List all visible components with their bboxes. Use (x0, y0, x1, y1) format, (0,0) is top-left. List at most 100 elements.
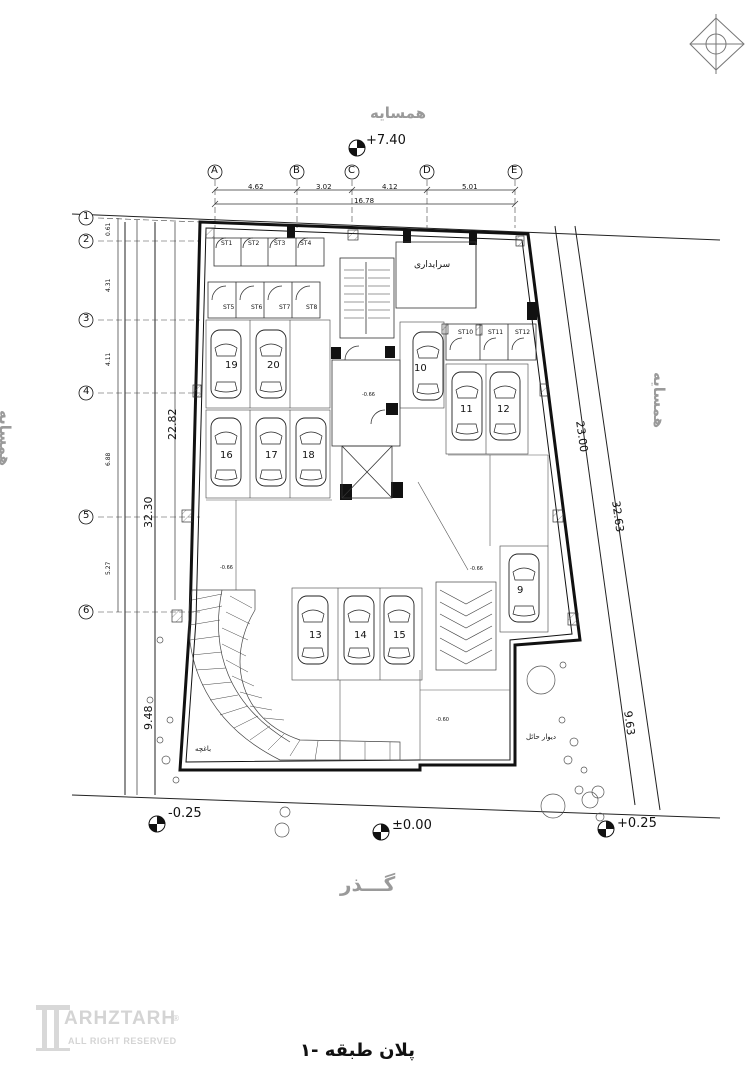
dim-left-lower: 9.48 (142, 705, 155, 731)
elevation-bottom-right: +0.25 (617, 816, 657, 831)
parking-bays (205, 319, 549, 681)
dim-col-ab: 4.62 (248, 183, 264, 191)
arhztarh-logo-icon (36, 1005, 70, 1051)
parking-9: 9 (517, 585, 524, 596)
caretaker-room (395, 241, 477, 309)
grid-row-3: 3 (83, 313, 90, 324)
storage-block (207, 237, 325, 319)
grid-column-bubbles (207, 164, 523, 180)
dim-left-inner: 22.82 (166, 408, 179, 441)
dim-row-34: 4.11 (105, 352, 112, 366)
parking-12: 12 (497, 404, 510, 415)
parking-14: 14 (354, 630, 367, 641)
stair-core (331, 257, 401, 499)
car-icon (210, 417, 242, 487)
parking-11: 11 (460, 404, 473, 415)
car-icon (489, 371, 521, 441)
north-arrow-icon (689, 14, 745, 74)
storage-st10: ST10 (458, 329, 474, 336)
elevation-ramp-4: -0.60 (436, 717, 449, 723)
grid-row-bubbles (78, 210, 94, 620)
car-icon (451, 371, 483, 441)
storage-st1: ST1 (221, 240, 233, 247)
car-icon (343, 595, 375, 665)
top-dimension-lines (211, 186, 519, 208)
grid-col-a: A (211, 165, 218, 176)
elevation-top: +7.40 (366, 133, 406, 148)
storage-st12: ST12 (515, 329, 531, 336)
car-icon (255, 417, 287, 487)
storage-st6: ST6 (251, 304, 263, 311)
storage-st2: ST2 (248, 240, 260, 247)
dim-col-cd: 4.12 (382, 183, 398, 191)
dim-row-56: 5.27 (105, 561, 112, 575)
wall-note: دیوار حائل (526, 733, 556, 741)
elevation-bottom-center: ±0.00 (392, 818, 432, 833)
car-icon (210, 329, 242, 399)
dim-row-45: 6.88 (105, 452, 112, 466)
planter-label: باغچه (195, 745, 212, 753)
dim-total-width: 16.78 (354, 197, 375, 205)
parking-18: 18 (302, 450, 315, 461)
elevation-marker-bl-icon (148, 815, 166, 833)
elevation-marker-bc-icon (372, 823, 390, 841)
storage-st7: ST7 (279, 304, 291, 311)
storage-st11: ST11 (488, 329, 504, 336)
storage-st5: ST5 (223, 304, 235, 311)
dim-left-outer: 32.30 (142, 496, 155, 529)
dim-col-bc: 3.02 (316, 183, 332, 191)
car-icon (412, 331, 444, 401)
parking-17: 17 (265, 450, 278, 461)
logo-sub: ALL RIGHT RESERVED (68, 1036, 177, 1046)
dim-row-23: 4.31 (105, 278, 112, 292)
logo-reg: ® (172, 1014, 180, 1023)
street-label: گـــذر (340, 872, 396, 896)
parking-20: 20 (267, 360, 280, 371)
elevation-marker-br-icon (597, 820, 615, 838)
building-outline (178, 220, 582, 772)
chevron-ramp (435, 581, 497, 671)
hatched-columns (171, 227, 579, 626)
grid-col-c: C (348, 165, 355, 176)
parking-15: 15 (393, 630, 406, 641)
storage-st3: ST3 (274, 240, 286, 247)
elevation-bottom-left: -0.25 (168, 806, 202, 821)
caretaker-label: سرایداری (414, 260, 451, 270)
neighbor-left-label: همسایه (0, 410, 14, 467)
car-icon (508, 553, 540, 623)
interior-lines (206, 454, 549, 761)
dim-col-de: 5.01 (462, 183, 478, 191)
storage-st8: ST8 (306, 304, 318, 311)
logo-name: ARHZTARH (64, 1008, 177, 1029)
elevation-marker-top-icon (348, 139, 366, 157)
grid-row-6: 6 (83, 605, 90, 616)
parking-13: 13 (309, 630, 322, 641)
neighbor-top-label: همسایه (370, 104, 427, 122)
grid-row-2: 2 (83, 234, 90, 245)
tree-circles (146, 636, 605, 838)
parking-16: 16 (220, 450, 233, 461)
elevation-ramp-1: -0.66 (362, 392, 375, 398)
grid-col-d: D (423, 165, 431, 176)
grid-row-5: 5 (83, 510, 90, 521)
dim-row-12: 0.61 (105, 222, 112, 236)
parking-19: 19 (225, 360, 238, 371)
car-icon (255, 329, 287, 399)
curved-ramp (188, 589, 401, 761)
site-boundary (71, 213, 721, 819)
grid-col-e: E (511, 165, 518, 176)
grid-row-4: 4 (83, 386, 90, 397)
car-icon (295, 417, 327, 487)
structural-columns (287, 224, 537, 500)
plan-title: پلان طبقه -۱ (300, 1040, 415, 1061)
car-icon (297, 595, 329, 665)
elevation-ramp-2: -0.66 (220, 565, 233, 571)
neighbor-right-label: همسایه (650, 372, 668, 429)
elevation-ramp-3: -0.66 (470, 566, 483, 572)
grid-col-b: B (293, 165, 300, 176)
parking-10: 10 (414, 363, 427, 374)
storage-st4: ST4 (300, 240, 312, 247)
car-icon (383, 595, 415, 665)
grid-row-1: 1 (83, 211, 90, 222)
